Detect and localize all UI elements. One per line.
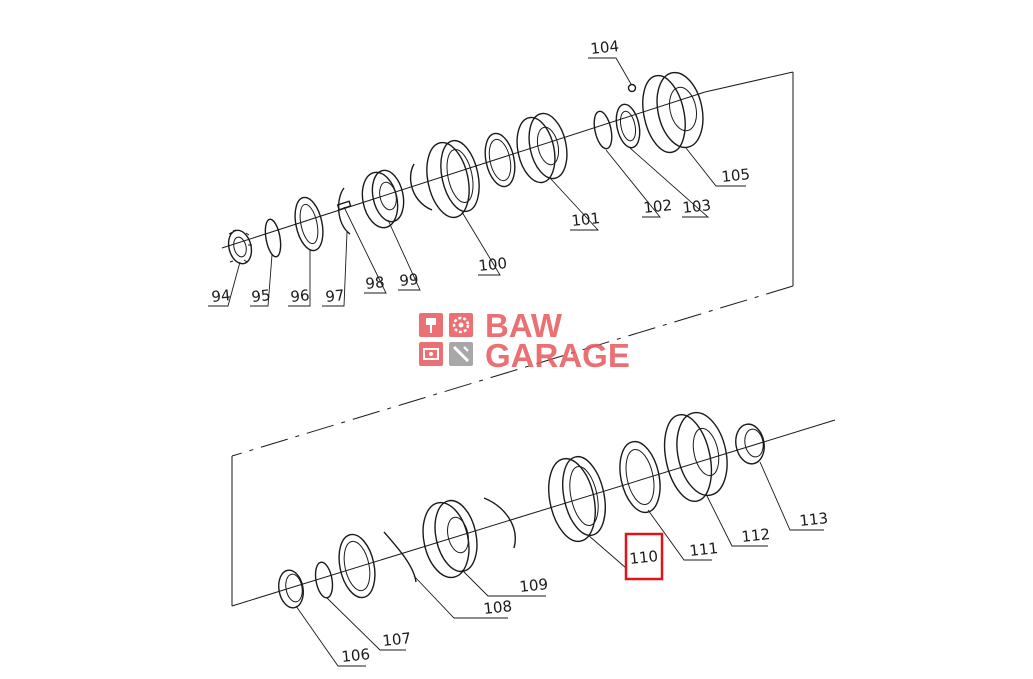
callout-110-highlight-box: [624, 532, 664, 581]
part-109-synchro-hub: [422, 499, 478, 579]
callout-99: 99: [399, 270, 420, 290]
piston-icon: [419, 313, 443, 337]
part-110-sleeve: [548, 455, 606, 543]
watermark-logo: BAW GARAGE: [419, 307, 630, 374]
callout-113: 113: [799, 509, 829, 530]
part-97-spring: [337, 187, 351, 235]
part-95-snap-ring: [264, 218, 282, 258]
part-synchro-ring-upper: [484, 132, 516, 188]
part-synchro-ring-lower: [338, 533, 376, 599]
part-104-ball: [627, 83, 637, 93]
callout-106: 106: [341, 645, 371, 666]
callout-94: 94: [211, 286, 232, 306]
part-111-synchro-ring: [619, 440, 661, 514]
callout-labels: 94 95 96 97 98 99 100 101 102 103 104 10…: [211, 37, 829, 666]
part-spring-lower-right: [483, 497, 516, 549]
part-103-thrust-washer: [615, 103, 641, 149]
part-100-sleeve: [426, 139, 480, 219]
part-105-gear: [642, 71, 704, 154]
callout-110: 110: [629, 547, 659, 568]
part-102-snap-ring: [593, 110, 613, 150]
engine-icon: [419, 342, 443, 366]
frame-lines: [221, 71, 836, 607]
part-113-needle-bearing: [735, 423, 765, 465]
callout-97: 97: [325, 286, 346, 306]
callout-95: 95: [251, 286, 272, 306]
callout-102: 102: [643, 196, 673, 217]
watermark-brand: BAW: [485, 307, 563, 344]
callout-98: 98: [365, 273, 386, 293]
gear-icon: [449, 313, 473, 337]
part-98-key: [336, 200, 352, 211]
callout-111: 111: [689, 539, 719, 560]
part-112-gear: [663, 411, 728, 502]
leader-lines: [208, 57, 824, 667]
callout-105: 105: [721, 165, 751, 186]
callout-109: 109: [519, 575, 549, 596]
callout-101: 101: [571, 209, 601, 230]
part-99-synchro-hub: [361, 169, 405, 229]
part-101-gear: [516, 112, 568, 184]
callout-103: 103: [682, 196, 712, 217]
spark-plug-icon: [449, 342, 473, 366]
part-96-synchro-ring: [294, 196, 324, 252]
part-94-needle-bearing: [227, 229, 253, 265]
part-107-snap-ring: [314, 561, 334, 599]
part-spring-upper-right: [409, 163, 433, 211]
watermark-subtitle: GARAGE: [485, 337, 630, 374]
callout-112: 112: [741, 525, 771, 546]
callout-96: 96: [290, 286, 311, 306]
part-106-needle-bearing: [278, 569, 304, 609]
part-108-spring: [383, 531, 417, 583]
callout-107: 107: [382, 629, 412, 650]
callout-100: 100: [478, 254, 508, 275]
callout-108: 108: [483, 597, 513, 618]
callout-104: 104: [590, 37, 620, 58]
